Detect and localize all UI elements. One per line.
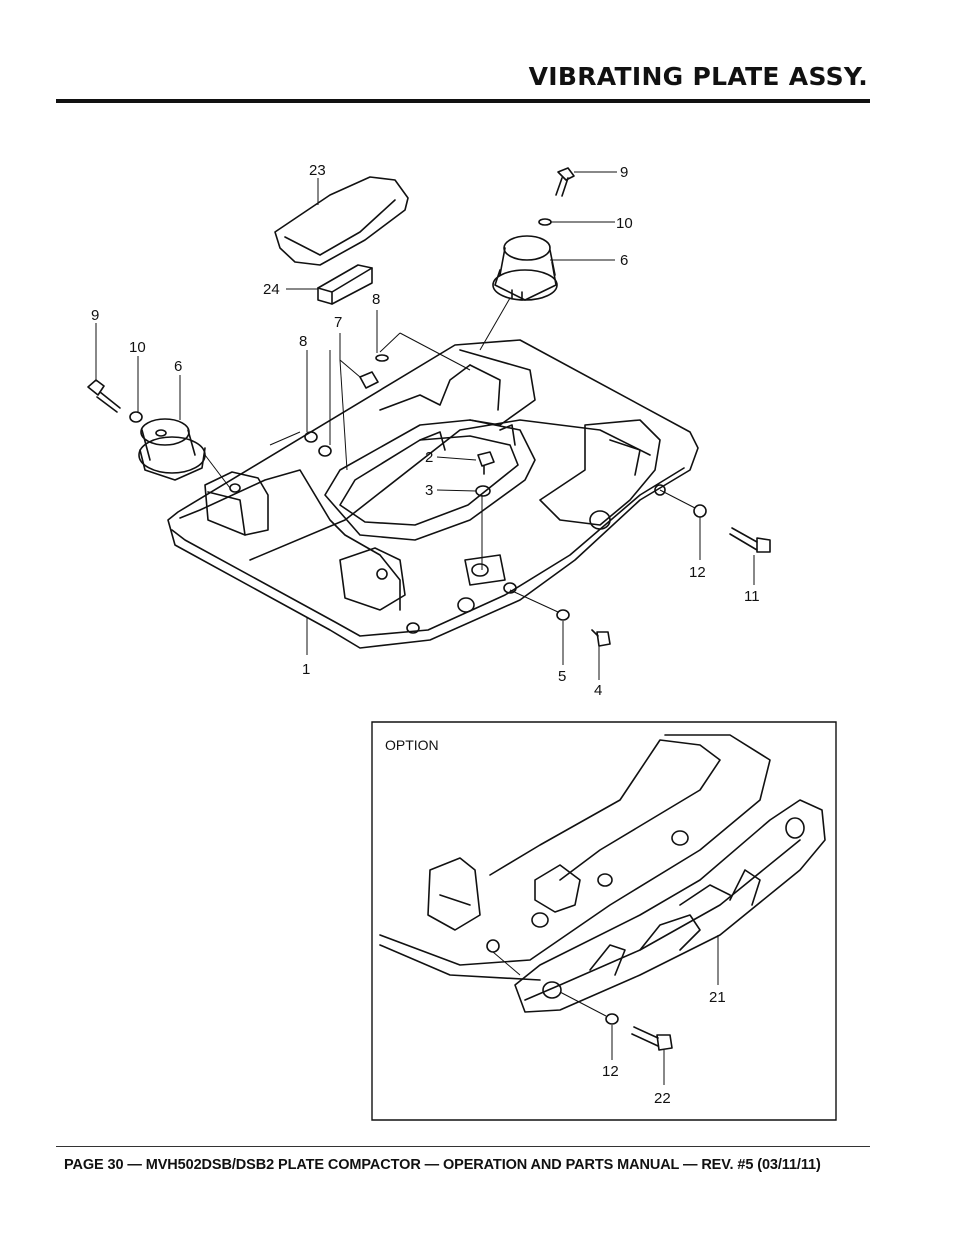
seal-washer — [475, 485, 491, 497]
nut-7 — [359, 371, 379, 389]
callout-2: 2 — [425, 449, 433, 466]
lockwasher-upper-right — [538, 218, 552, 226]
rubber-block — [317, 264, 373, 305]
main-callouts: 23 9 10 6 24 8 7 9 10 6 8 2 3 12 11 1 5 … — [91, 162, 760, 699]
shock-mount-left — [138, 418, 206, 481]
bolt-11 — [729, 527, 771, 553]
spring-washer-12-option — [605, 1013, 619, 1025]
callout-12: 12 — [689, 564, 706, 581]
base-plate-drawing — [167, 339, 699, 649]
option-box: OPTION 21 — [371, 721, 837, 1121]
callout-10-left: 10 — [129, 339, 146, 356]
bolt-22 — [631, 1026, 673, 1051]
callout-4: 4 — [594, 682, 602, 699]
lockwasher-left — [129, 411, 143, 423]
page-footer: PAGE 30 — MVH502DSB/DSB2 PLATE COMPACTOR… — [64, 1157, 821, 1173]
handle-pad — [274, 176, 409, 266]
callout-22: 22 — [654, 1090, 671, 1107]
callout-6-left: 6 — [174, 358, 182, 375]
header-rule — [56, 99, 870, 103]
callout-5: 5 — [558, 668, 566, 685]
callout-9-left: 9 — [91, 307, 99, 324]
callout-24: 24 — [263, 281, 280, 298]
callout-1: 1 — [302, 661, 310, 678]
callout-11: 11 — [744, 588, 760, 605]
bolt-upper-right — [555, 167, 575, 197]
bolt-left — [87, 379, 121, 413]
washer-5 — [556, 609, 570, 621]
leader-lines — [95, 171, 755, 680]
callout-7: 7 — [334, 314, 342, 331]
shock-mount-right — [492, 235, 558, 301]
page-title: VIBRATING PLATE ASSY. — [528, 62, 868, 91]
footer-rule — [56, 1146, 870, 1147]
callout-12-option: 12 — [602, 1063, 619, 1080]
callout-21: 21 — [709, 989, 726, 1006]
callout-3: 3 — [425, 482, 433, 499]
washer-8-left — [304, 431, 318, 443]
side-rail-21 — [514, 799, 826, 1013]
washer-8-right — [375, 354, 389, 362]
callout-9-right: 9 — [620, 164, 628, 181]
callout-8-left: 8 — [299, 333, 307, 350]
washer-7 — [318, 445, 332, 457]
callout-10-right: 10 — [616, 215, 633, 232]
option-label: OPTION — [385, 737, 439, 753]
drain-bolt-4 — [591, 629, 611, 647]
callout-8-upper: 8 — [372, 291, 380, 308]
callout-6-right: 6 — [620, 252, 628, 269]
spring-washer-12 — [693, 504, 707, 518]
callout-23: 23 — [309, 162, 326, 179]
grease-plug — [477, 451, 495, 475]
